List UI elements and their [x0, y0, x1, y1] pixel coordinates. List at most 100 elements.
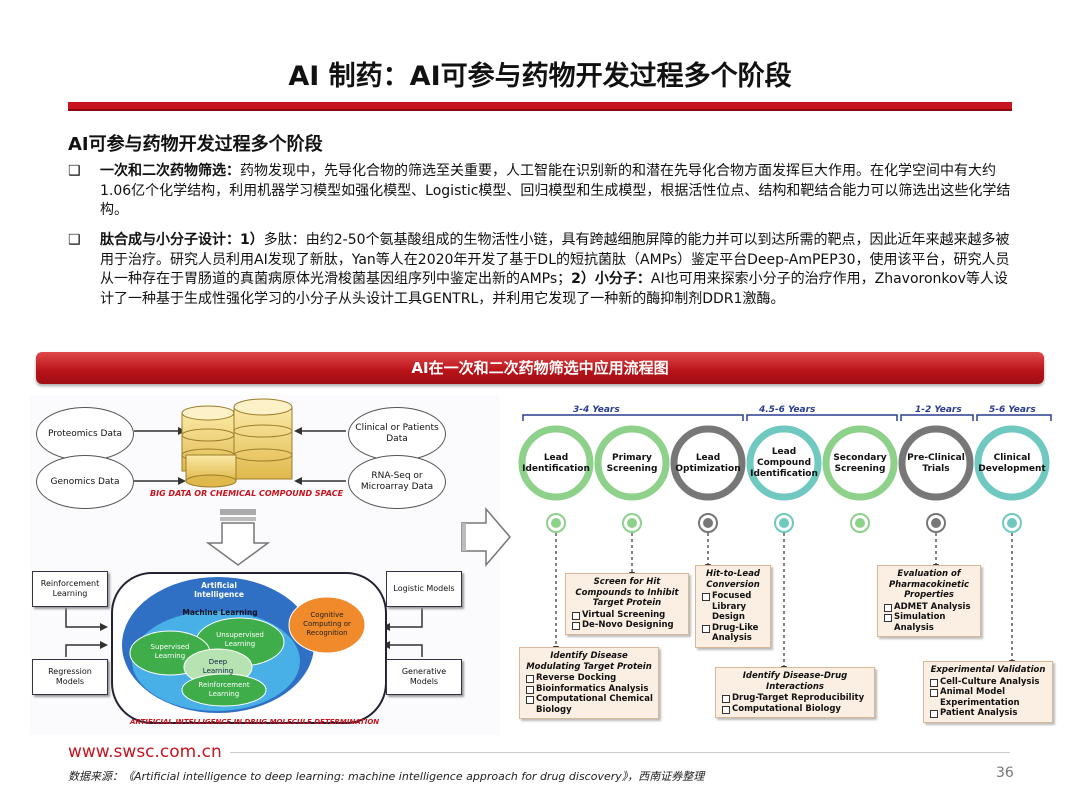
- reinforcement-label: Reinforcement Learning: [198, 681, 250, 698]
- note-title: Identify Disease Modulating Target Prote…: [526, 651, 652, 672]
- note-item: Computational Biology: [722, 704, 869, 715]
- down-arrow-icon: [205, 509, 271, 566]
- page-number: 36: [996, 765, 1014, 781]
- regression-models-box: Regression Models: [32, 659, 108, 695]
- cognitive-label: Cognitive Computing or Recognition: [303, 611, 351, 637]
- drug-development-timeline: 3-4 Years 4.5-6 Years 1-2 Years 5-6 Year…: [515, 395, 1055, 735]
- note-item: Focused Library Design: [702, 591, 765, 623]
- stage-node-dot: [703, 518, 713, 528]
- db-caption: BIG DATA OR CHEMICAL COMPOUND SPACE: [150, 489, 344, 498]
- timeline-graphics: [518, 414, 1052, 672]
- stage-clinical-development: Clinical Development: [978, 453, 1046, 474]
- slide-title: AI 制药：AI可参与药物开发过程多个阶段: [288, 61, 792, 92]
- database-icon: [181, 398, 293, 488]
- stage-secondary-screening: Secondary Screening: [833, 453, 887, 474]
- title-divider-shadow: [68, 109, 1012, 111]
- year-bracket: [976, 414, 1052, 421]
- title-divider: [68, 102, 1012, 109]
- year-bracket: [746, 414, 898, 421]
- note-identify-target: Identify Disease Modulating Target Prote…: [519, 647, 659, 719]
- note-item: Simulation Analysis: [884, 612, 975, 633]
- note-title: Experimental Validation: [930, 665, 1046, 675]
- clinical-cloud: Clinical or Patients Data: [348, 407, 446, 461]
- supervised-label: Supervised Learning: [150, 643, 190, 660]
- rnaseq-cloud: RNA-Seq or Microarray Data: [348, 455, 446, 509]
- note-experimental: Experimental Validation Cell-Culture Ana…: [923, 661, 1053, 723]
- note-item: Drug-Target Reproducibility: [722, 693, 869, 704]
- company-website[interactable]: www.swsc.com.cn: [68, 742, 222, 762]
- note-item: Bioinformatics Analysis: [526, 684, 653, 695]
- year-label: 3-4 Years: [573, 405, 620, 415]
- logistic-models-box: Logistic Models: [386, 571, 462, 607]
- stage-node-dot: [779, 518, 789, 528]
- arrow-head: [100, 641, 108, 649]
- stage-lead-compound-identification: Lead Compound Identification: [750, 447, 818, 479]
- stage-node-dot: [1007, 518, 1017, 528]
- stage-ring: [746, 425, 822, 501]
- arrow-head: [294, 477, 302, 485]
- arrow-head: [294, 427, 302, 435]
- bullet-marker: ❑: [68, 163, 81, 179]
- section-heading: AI可参与药物开发过程多个阶段: [68, 134, 323, 155]
- peptide-text: 多肽：由约2-50个氨基酸组成的生物活性小链，具有跨越细胞屏障的能力并可以到达所…: [100, 232, 1010, 287]
- unsupervised-label: Unsupervised Learning: [216, 631, 264, 648]
- note-title: Evaluation of Pharmacokinetic Properties: [888, 569, 970, 600]
- stage-ring: [518, 425, 594, 501]
- peptide-label: 1）: [240, 232, 264, 248]
- ai-label: Artificial Intelligence: [194, 581, 244, 599]
- figure-caption: ARTIFICIAL INTELLIGENCE IN DRUG MOLECULE…: [130, 718, 380, 726]
- ml-label: Machine Learning: [182, 608, 258, 617]
- figure-banner: AI在一次和二次药物筛选中应用流程图: [36, 352, 1044, 384]
- reinforcement-ellipse: [181, 673, 267, 707]
- arrow-head: [178, 477, 186, 485]
- stage-node-dot: [855, 518, 865, 528]
- year-label: 4.5-6 Years: [759, 405, 816, 415]
- right-arrow-icon: [461, 506, 511, 568]
- bullet-text: 药物发现中，先导化合物的筛选至关重要，人工智能在识别新的和潜在先导化合物方面发挥…: [100, 163, 1011, 218]
- stage-pre-clinical-trials: Pre-Clinical Trials: [907, 453, 965, 474]
- note-screen-hit: Screen for Hit Compounds to Inhibit Targ…: [565, 573, 689, 635]
- left-figure-graphics: [65, 398, 423, 724]
- stage-lead-identification: Lead Identification: [522, 453, 590, 474]
- bullet-label: 一次和二次药物筛选：: [100, 163, 240, 179]
- note-interactions: Identify Disease-Drug Interactions Drug-…: [715, 667, 875, 718]
- stage-primary-screening: Primary Screening: [606, 453, 658, 474]
- connector: [390, 644, 423, 657]
- note-item: Computational Chemical Biology: [526, 694, 653, 715]
- note-item: Patient Analysis: [930, 708, 1047, 719]
- genomics-cloud: Genomics Data: [36, 455, 134, 509]
- note-title: Hit-to-Lead Conversion: [705, 569, 761, 590]
- note-admet: Evaluation of Pharmacokinetic Properties…: [877, 565, 981, 637]
- deep-label: Deep Learning: [202, 658, 234, 675]
- year-label: 5-6 Years: [989, 405, 1036, 415]
- note-item: Animal Model Experimentation: [930, 687, 1047, 708]
- stage-ring: [670, 425, 746, 501]
- proteomics-cloud: Proteomics Data: [36, 407, 134, 461]
- bullet-label: 肽合成与小分子设计：: [100, 232, 240, 248]
- stage-node-dot: [551, 518, 561, 528]
- note-title: Screen for Hit Compounds to Inhibit Targ…: [575, 577, 679, 608]
- bullet-marker: ❑: [68, 232, 81, 248]
- stage-ring: [594, 425, 670, 501]
- note-item: Cell-Culture Analysis: [930, 677, 1047, 688]
- stage-lead-optimization: Lead Optimization: [675, 453, 741, 474]
- ai-big-data-figure: Proteomics Data Genomics Data Clinical o…: [30, 395, 500, 735]
- connector: [65, 644, 100, 657]
- note-item: Virtual Screening: [572, 610, 683, 621]
- stage-node-dot: [627, 518, 637, 528]
- year-bracket: [900, 414, 974, 421]
- connector: [65, 607, 100, 628]
- note-hit-to-lead: Hit-to-Lead Conversion Focused Library D…: [695, 565, 771, 648]
- footer-divider: [230, 752, 1010, 753]
- connector: [390, 607, 423, 628]
- data-source: 数据来源：《Artificial intelligence to deep le…: [68, 770, 705, 783]
- small-molecule-text: AI也可用来探索小分子的治疗作用，Zhavoronkov等人设计了一种基于生成性…: [100, 271, 1008, 307]
- cognitive-ellipse: [288, 596, 366, 654]
- note-item: Reverse Docking: [526, 673, 653, 684]
- note-item: Drug-Like Analysis: [702, 623, 765, 644]
- stage-ring: [974, 425, 1050, 501]
- small-molecule-label: 2）小分子：: [571, 271, 651, 287]
- year-label: 1-2 Years: [915, 405, 962, 415]
- reinforcement-learning-box: Reinforcement Learning: [32, 571, 108, 607]
- stage-ring: [822, 425, 898, 501]
